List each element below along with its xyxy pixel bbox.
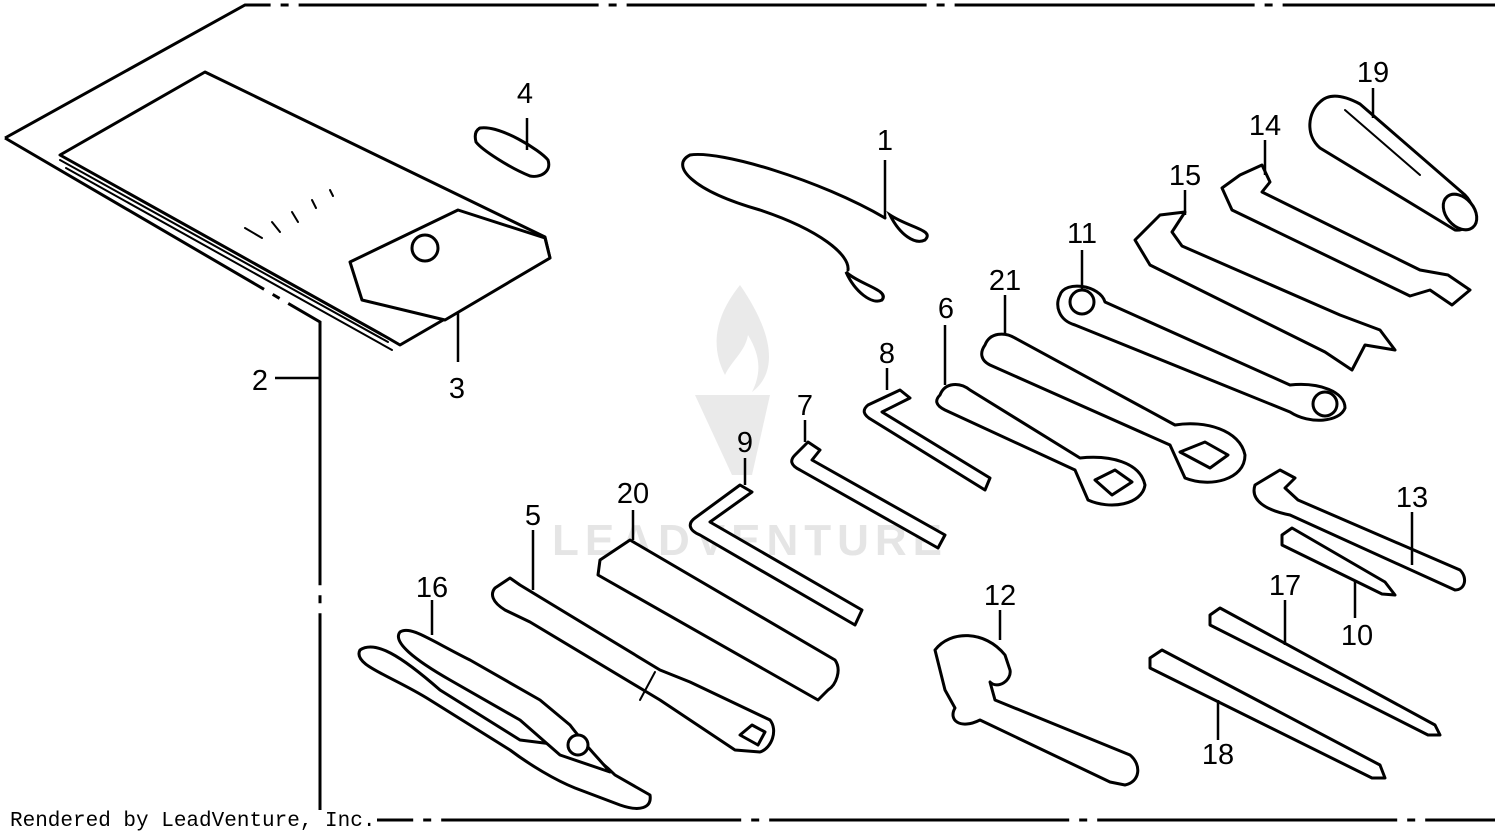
callout-10: 10 <box>1341 620 1373 652</box>
callout-5: 5 <box>525 500 541 532</box>
callout-3: 3 <box>449 373 465 405</box>
part-7-hex-key[interactable] <box>790 440 947 550</box>
callout-9: 9 <box>737 427 753 459</box>
part-6-box-wrench[interactable] <box>935 383 1147 507</box>
part-11-ring-wrench[interactable] <box>1056 284 1347 422</box>
callout-4: 4 <box>517 78 533 110</box>
callout-19: 19 <box>1357 57 1389 89</box>
callout-11: 11 <box>1067 218 1097 250</box>
part-21-box-wrench[interactable] <box>980 332 1247 484</box>
callout-12: 12 <box>984 580 1016 612</box>
part-3-tool-pouch[interactable] <box>58 70 552 351</box>
callout-14: 14 <box>1249 110 1281 142</box>
part-17-screwdriver[interactable] <box>1208 606 1442 737</box>
part-1-cable[interactable] <box>681 152 929 303</box>
part-4-tag[interactable] <box>473 126 551 178</box>
callout-labels: 1 2 3 4 5 6 7 8 9 10 11 12 13 14 15 16 1… <box>252 57 1428 771</box>
callout-6: 6 <box>938 293 954 325</box>
part-9-hex-key[interactable] <box>688 483 864 627</box>
callout-16: 16 <box>416 572 448 604</box>
part-16-pliers[interactable] <box>357 628 652 810</box>
part-14-open-wrench[interactable] <box>1220 163 1472 307</box>
callout-8: 8 <box>879 338 895 370</box>
part-10-screwdriver[interactable] <box>1280 526 1397 597</box>
part-19-socket-handle[interactable] <box>1308 94 1484 236</box>
part-20-extension-bar[interactable] <box>596 538 840 702</box>
part-5-plug-wrench[interactable] <box>491 576 776 754</box>
part-18-screwdriver[interactable] <box>1148 648 1387 780</box>
rendered-by-credit: Rendered by LeadVenture, Inc. <box>8 810 378 833</box>
diagram-frame <box>4 3 1495 822</box>
callout-15: 15 <box>1169 160 1201 192</box>
callout-17: 17 <box>1269 570 1301 602</box>
callout-18: 18 <box>1202 739 1234 771</box>
callout-13: 13 <box>1396 482 1428 514</box>
part-12-spanner[interactable] <box>933 634 1140 787</box>
callout-2: 2 <box>252 365 268 397</box>
callout-20: 20 <box>617 478 649 510</box>
callout-21: 21 <box>989 265 1021 297</box>
callout-1: 1 <box>877 125 893 157</box>
part-8-hex-key[interactable] <box>862 388 992 492</box>
leader-lines <box>275 88 1414 740</box>
callout-7: 7 <box>797 390 813 422</box>
